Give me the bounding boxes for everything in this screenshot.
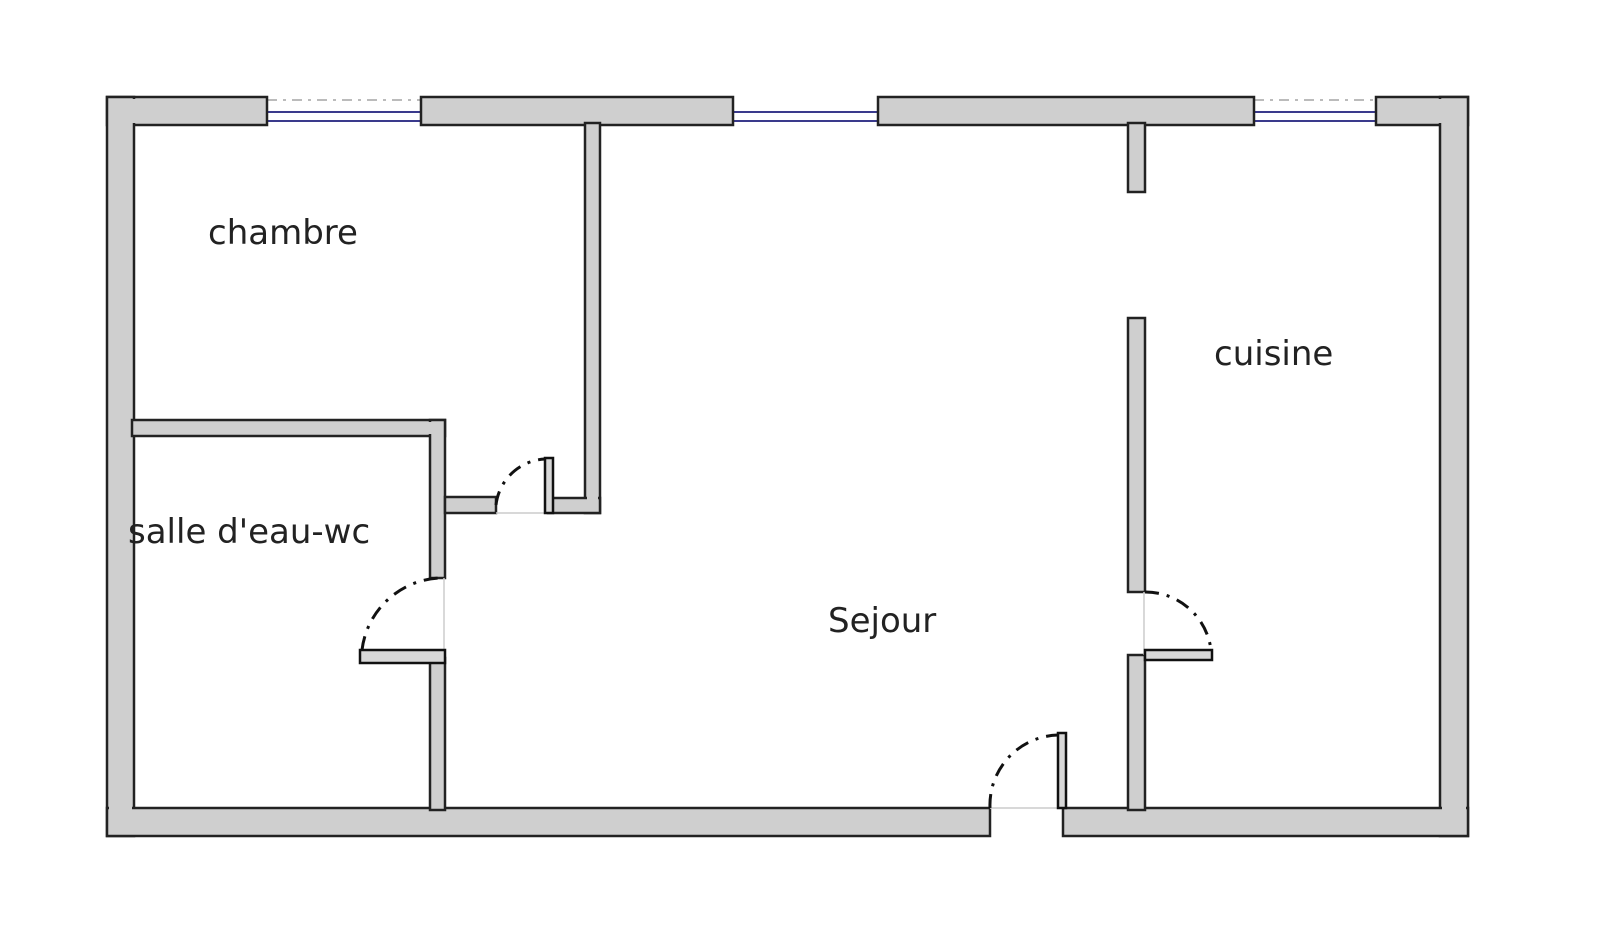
window-cuisine: [1254, 99, 1376, 122]
door-salle-deau: [358, 576, 447, 665]
interior-walls: [130, 121, 1147, 812]
room-label-chambre: chambre: [208, 213, 358, 253]
room-label-salle-deau: salle d'eau-wc: [128, 512, 370, 552]
room-label-cuisine: cuisine: [1214, 334, 1333, 374]
door-cuisine: [1143, 590, 1214, 662]
door-chambre: [494, 456, 555, 515]
window-sejour: [733, 111, 878, 122]
room-label-sejour: Sejour: [828, 601, 936, 641]
window-chambre: [267, 99, 421, 122]
exterior-walls: [105, 95, 1470, 838]
door-entree: [988, 731, 1068, 810]
